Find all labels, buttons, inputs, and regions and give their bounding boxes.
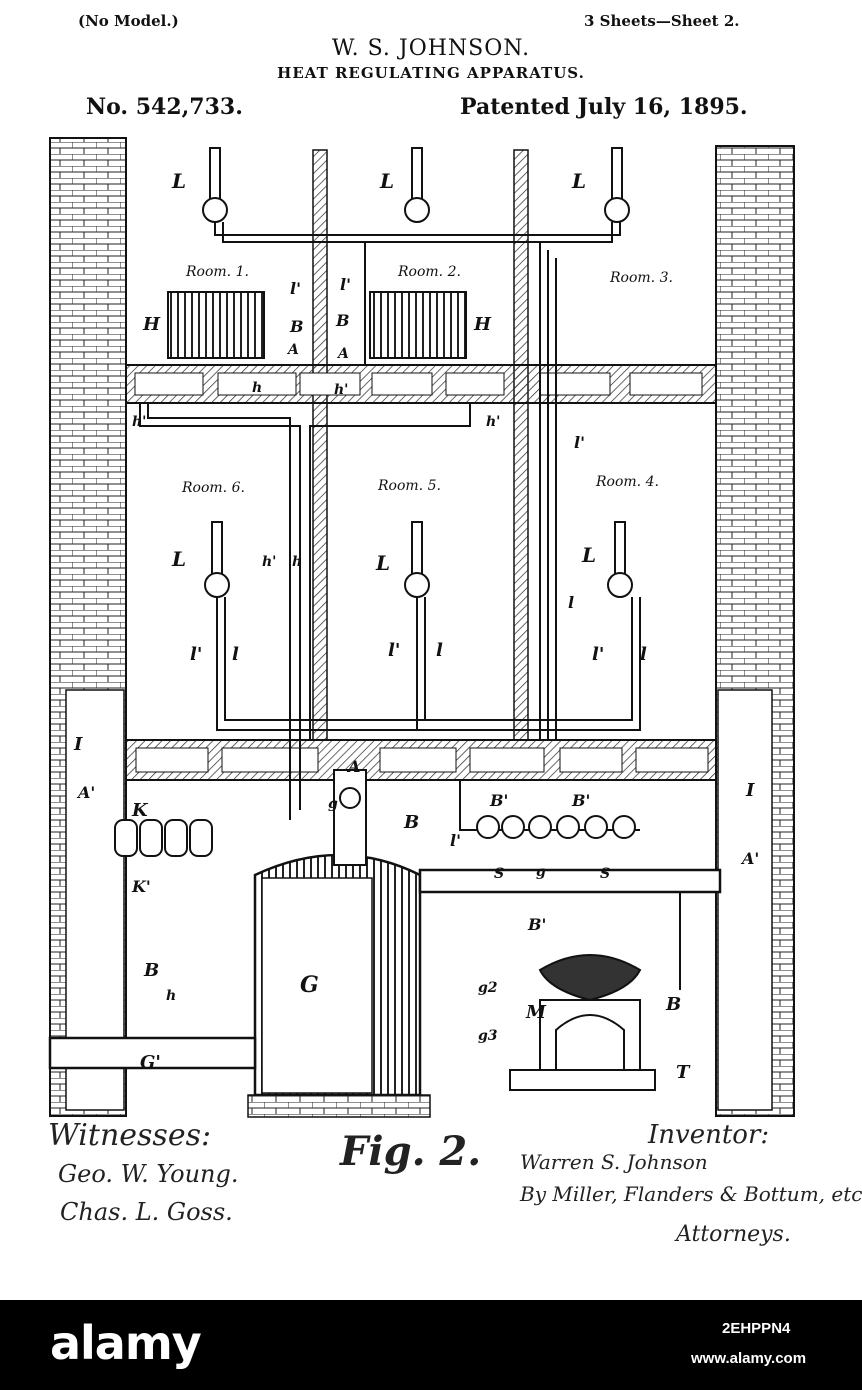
witnesses-heading: Witnesses: xyxy=(48,1118,211,1153)
svg-text:l: l xyxy=(436,640,443,661)
partition-right xyxy=(514,150,528,740)
patent-drawing: Room. 1. Room. 2. Room. 3. Room. 6. Room… xyxy=(0,130,862,1130)
svg-text:h: h xyxy=(252,380,262,396)
svg-text:l': l' xyxy=(290,279,301,298)
witness-signature-2: Chas. L. Goss. xyxy=(60,1198,233,1226)
alamy-logo: alamy xyxy=(50,1316,201,1370)
svg-text:B: B xyxy=(665,994,681,1015)
svg-text:l: l xyxy=(568,593,574,612)
svg-text:A': A' xyxy=(740,849,759,868)
svg-text:l': l' xyxy=(592,644,604,665)
image-code: 2EHPPN4 xyxy=(722,1320,790,1337)
svg-text:G': G' xyxy=(140,1052,161,1073)
svg-text:L: L xyxy=(571,169,586,193)
room-5-label: Room. 5. xyxy=(377,478,441,494)
svg-text:B: B xyxy=(403,812,419,833)
radiator-room-2 xyxy=(370,292,466,358)
svg-text:g: g xyxy=(536,864,546,880)
svg-text:l: l xyxy=(640,644,647,665)
svg-text:l': l' xyxy=(340,275,351,294)
svg-text:L: L xyxy=(581,543,596,567)
svg-text:S: S xyxy=(494,866,504,882)
room-3-label: Room. 3. xyxy=(609,270,673,286)
patent-date: Patented July 16, 1895. xyxy=(460,94,748,120)
svg-text:I: I xyxy=(73,734,83,755)
witness-signature-1: Geo. W. Young. xyxy=(58,1160,239,1188)
svg-text:l': l' xyxy=(450,831,461,850)
svg-text:A: A xyxy=(286,342,299,358)
right-flue xyxy=(718,690,772,1110)
svg-text:l': l' xyxy=(190,644,202,665)
room-2-label: Room. 2. xyxy=(397,264,461,280)
svg-text:L: L xyxy=(379,169,394,193)
svg-text:l: l xyxy=(232,644,239,665)
heater-coil xyxy=(115,820,212,856)
room-1-label: Room. 1. xyxy=(185,264,249,280)
patent-number: No. 542,733. xyxy=(86,94,243,120)
svg-text:K: K xyxy=(131,800,149,821)
svg-text:l': l' xyxy=(388,640,400,661)
svg-text:L: L xyxy=(171,547,186,571)
svg-text:g: g xyxy=(328,796,338,812)
svg-text:S: S xyxy=(600,866,610,882)
svg-text:B': B' xyxy=(489,791,508,810)
svg-text:B: B xyxy=(143,960,159,981)
model-note: (No Model.) xyxy=(78,12,179,30)
svg-text:H: H xyxy=(142,314,161,335)
svg-text:h: h xyxy=(292,554,302,570)
sheet-info: 3 Sheets—Sheet 2. xyxy=(584,12,740,30)
inventor-name: W. S. JOHNSON. xyxy=(0,36,862,61)
svg-text:B: B xyxy=(289,317,304,336)
svg-text:B': B' xyxy=(571,791,590,810)
svg-text:g2: g2 xyxy=(478,980,498,996)
svg-text:h': h' xyxy=(486,414,500,430)
inventor-signature: Warren S. Johnson xyxy=(520,1150,708,1174)
svg-text:A: A xyxy=(346,757,360,776)
partition-left xyxy=(313,150,327,740)
svg-text:M: M xyxy=(525,1002,547,1023)
svg-text:I: I xyxy=(745,780,755,801)
svg-text:H: H xyxy=(473,314,492,335)
header-pipe xyxy=(420,870,720,892)
svg-text:h': h' xyxy=(262,554,276,570)
svg-text:h': h' xyxy=(334,382,348,398)
svg-text:K': K' xyxy=(131,877,151,896)
site-url: www.alamy.com xyxy=(691,1350,806,1367)
boiler xyxy=(248,770,430,1117)
svg-text:T: T xyxy=(676,1062,691,1083)
svg-text:h: h xyxy=(166,988,176,1004)
valve-bank xyxy=(477,816,635,838)
svg-text:G: G xyxy=(300,972,319,998)
patent-title: HEAT REGULATING APPARATUS. xyxy=(0,64,862,82)
svg-text:L: L xyxy=(375,551,390,575)
room-4-label: Room. 4. xyxy=(595,474,659,490)
room-6-label: Room. 6. xyxy=(181,480,245,496)
svg-text:B': B' xyxy=(527,915,546,934)
radiator-room-1 xyxy=(168,292,264,358)
svg-text:A': A' xyxy=(76,783,95,802)
figure-label: Fig. 2. xyxy=(340,1128,481,1175)
svg-text:l': l' xyxy=(574,433,585,452)
lower-floor xyxy=(126,740,716,780)
svg-text:L: L xyxy=(171,169,186,193)
upper-floor xyxy=(126,365,716,403)
svg-text:h': h' xyxy=(132,414,146,430)
svg-text:A: A xyxy=(336,346,349,362)
svg-text:g3: g3 xyxy=(478,1028,498,1044)
attorneys-label: Attorneys. xyxy=(676,1222,791,1247)
inventor-heading: Inventor: xyxy=(648,1120,769,1150)
svg-text:B: B xyxy=(335,311,350,330)
patent-sheet: (No Model.) 3 Sheets—Sheet 2. W. S. JOHN… xyxy=(0,0,862,1300)
attorneys-by-line: By Miller, Flanders & Bottum, etc. xyxy=(520,1182,862,1206)
